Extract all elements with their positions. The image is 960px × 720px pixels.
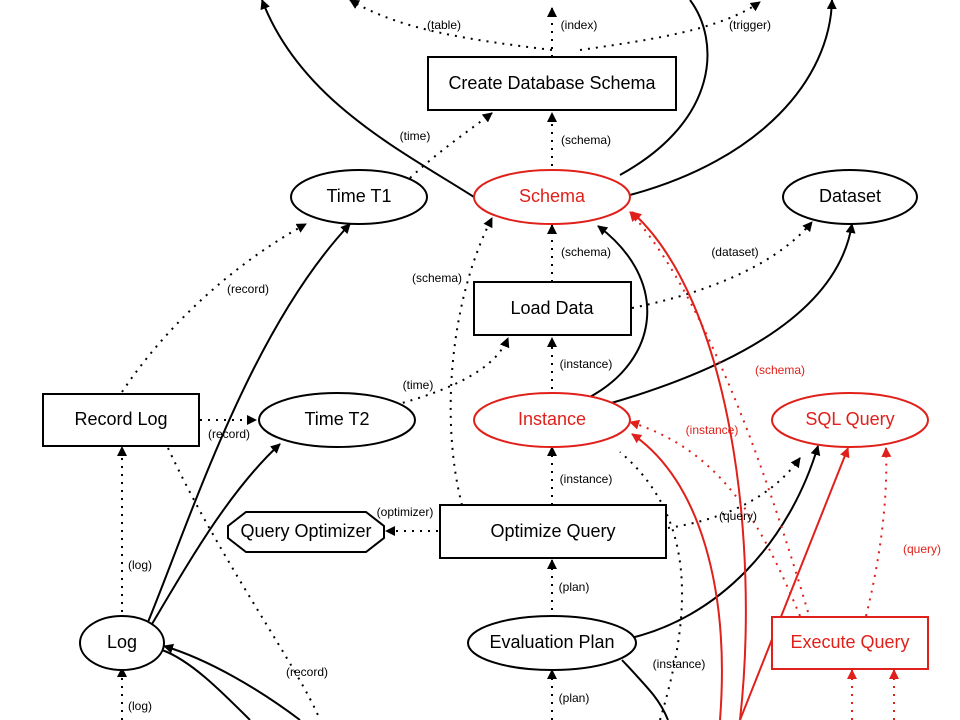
edge-label-table: (table) bbox=[427, 18, 461, 32]
edge-load-dataset bbox=[631, 221, 813, 309]
node-execute-query[interactable]: Execute Query bbox=[771, 616, 929, 670]
edge-red-instance-1 bbox=[631, 433, 723, 720]
node-label: SQL Query bbox=[805, 409, 894, 429]
edges bbox=[117, 0, 856, 720]
edge-label-schema: (schema) bbox=[561, 133, 611, 147]
node-label: Schema bbox=[519, 186, 586, 206]
edge-time-create bbox=[409, 112, 493, 179]
node-record-log[interactable]: Record Log bbox=[42, 393, 200, 447]
node-dataset[interactable]: Dataset bbox=[782, 169, 918, 225]
node-label: Load Data bbox=[510, 298, 594, 318]
edge-label-instance: (instance) bbox=[560, 472, 613, 486]
node-label: Evaluation Plan bbox=[489, 632, 614, 652]
edge-bottom-eval-right bbox=[621, 659, 669, 720]
edge-schema-to-top-right bbox=[629, 0, 837, 196]
node-label: Time T1 bbox=[326, 186, 391, 206]
node-label: Optimize Query bbox=[490, 521, 615, 541]
edge-label-time: (time) bbox=[403, 378, 434, 392]
edge-label-record: (record) bbox=[227, 282, 269, 296]
node-schema[interactable]: Schema bbox=[473, 169, 631, 225]
node-load-data[interactable]: Load Data bbox=[473, 281, 632, 336]
edge-log-t2 bbox=[151, 443, 281, 625]
edge-red-schema-1 bbox=[631, 211, 747, 720]
edge-record-down bbox=[167, 447, 321, 720]
edge-label-instance-red: (instance) bbox=[686, 423, 739, 437]
edge-record-t1 bbox=[121, 223, 307, 393]
edge-label-index: (index) bbox=[561, 18, 598, 32]
edge-bottom-log-a bbox=[163, 643, 301, 720]
edge-label-dataset: (dataset) bbox=[711, 245, 758, 259]
edge-label-record: (record) bbox=[286, 665, 328, 679]
edge-label-instance: (instance) bbox=[560, 357, 613, 371]
edge-label-optimizer: (optimizer) bbox=[377, 505, 434, 519]
edge-red-instance-2 bbox=[629, 419, 801, 617]
nodes: Create Database Schema Time T1 Schema Da… bbox=[42, 56, 929, 671]
node-log[interactable]: Log bbox=[79, 615, 165, 671]
node-label: Create Database Schema bbox=[448, 73, 656, 93]
node-optimize-query[interactable]: Optimize Query bbox=[439, 504, 667, 559]
edge-optimize-schema bbox=[449, 217, 493, 506]
edge-label-schema: (schema) bbox=[412, 271, 462, 285]
edge-bottom-log-b bbox=[161, 649, 251, 720]
node-time-t1[interactable]: Time T1 bbox=[290, 169, 428, 225]
node-label: Record Log bbox=[74, 409, 167, 429]
edge-label-trigger: (trigger) bbox=[729, 18, 771, 32]
edge-label-query-red: (query) bbox=[903, 542, 941, 556]
edge-instance-dotted-long bbox=[619, 451, 684, 720]
edge-red-sql-2 bbox=[865, 447, 892, 617]
red-edges bbox=[629, 211, 899, 720]
edge-label-plan: (plan) bbox=[559, 580, 590, 594]
node-sql-query[interactable]: SQL Query bbox=[771, 392, 929, 448]
node-instance[interactable]: Instance bbox=[473, 392, 631, 448]
edge-label-instance: (instance) bbox=[653, 657, 706, 671]
node-label: Time T2 bbox=[304, 409, 369, 429]
edge-schema-to-top-mid bbox=[619, 0, 709, 176]
edge-label-log: (log) bbox=[128, 558, 152, 572]
edge-label-plan: (plan) bbox=[559, 691, 590, 705]
node-label: Query Optimizer bbox=[240, 521, 371, 541]
node-create-database-schema[interactable]: Create Database Schema bbox=[427, 56, 677, 111]
node-label: Execute Query bbox=[790, 632, 909, 652]
node-label: Instance bbox=[518, 409, 586, 429]
edge-label-log: (log) bbox=[128, 699, 152, 713]
edge-instance-dataset bbox=[607, 223, 856, 405]
edge-labels: (table) (index) (trigger) (time) (schema… bbox=[128, 18, 941, 713]
edge-trigger-dotted bbox=[579, 1, 761, 51]
edge-eval-sql bbox=[621, 445, 821, 641]
edge-label-time: (time) bbox=[400, 129, 431, 143]
edge-label-record: (record) bbox=[208, 427, 250, 441]
edge-log-t1 bbox=[147, 223, 351, 623]
node-label: Log bbox=[107, 632, 137, 652]
edge-schema-to-top-left bbox=[260, 0, 475, 198]
node-label: Dataset bbox=[819, 186, 881, 206]
edge-t2-load bbox=[394, 337, 510, 406]
edge-red-sql-1 bbox=[739, 447, 850, 720]
node-time-t2[interactable]: Time T2 bbox=[258, 392, 416, 448]
edge-label-schema-red: (schema) bbox=[755, 363, 805, 377]
edge-label-schema: (schema) bbox=[561, 245, 611, 259]
edge-label-query: (query) bbox=[719, 509, 757, 523]
edge-instance-schema bbox=[587, 225, 649, 399]
node-evaluation-plan[interactable]: Evaluation Plan bbox=[467, 615, 637, 671]
node-query-optimizer[interactable]: Query Optimizer bbox=[227, 511, 385, 553]
